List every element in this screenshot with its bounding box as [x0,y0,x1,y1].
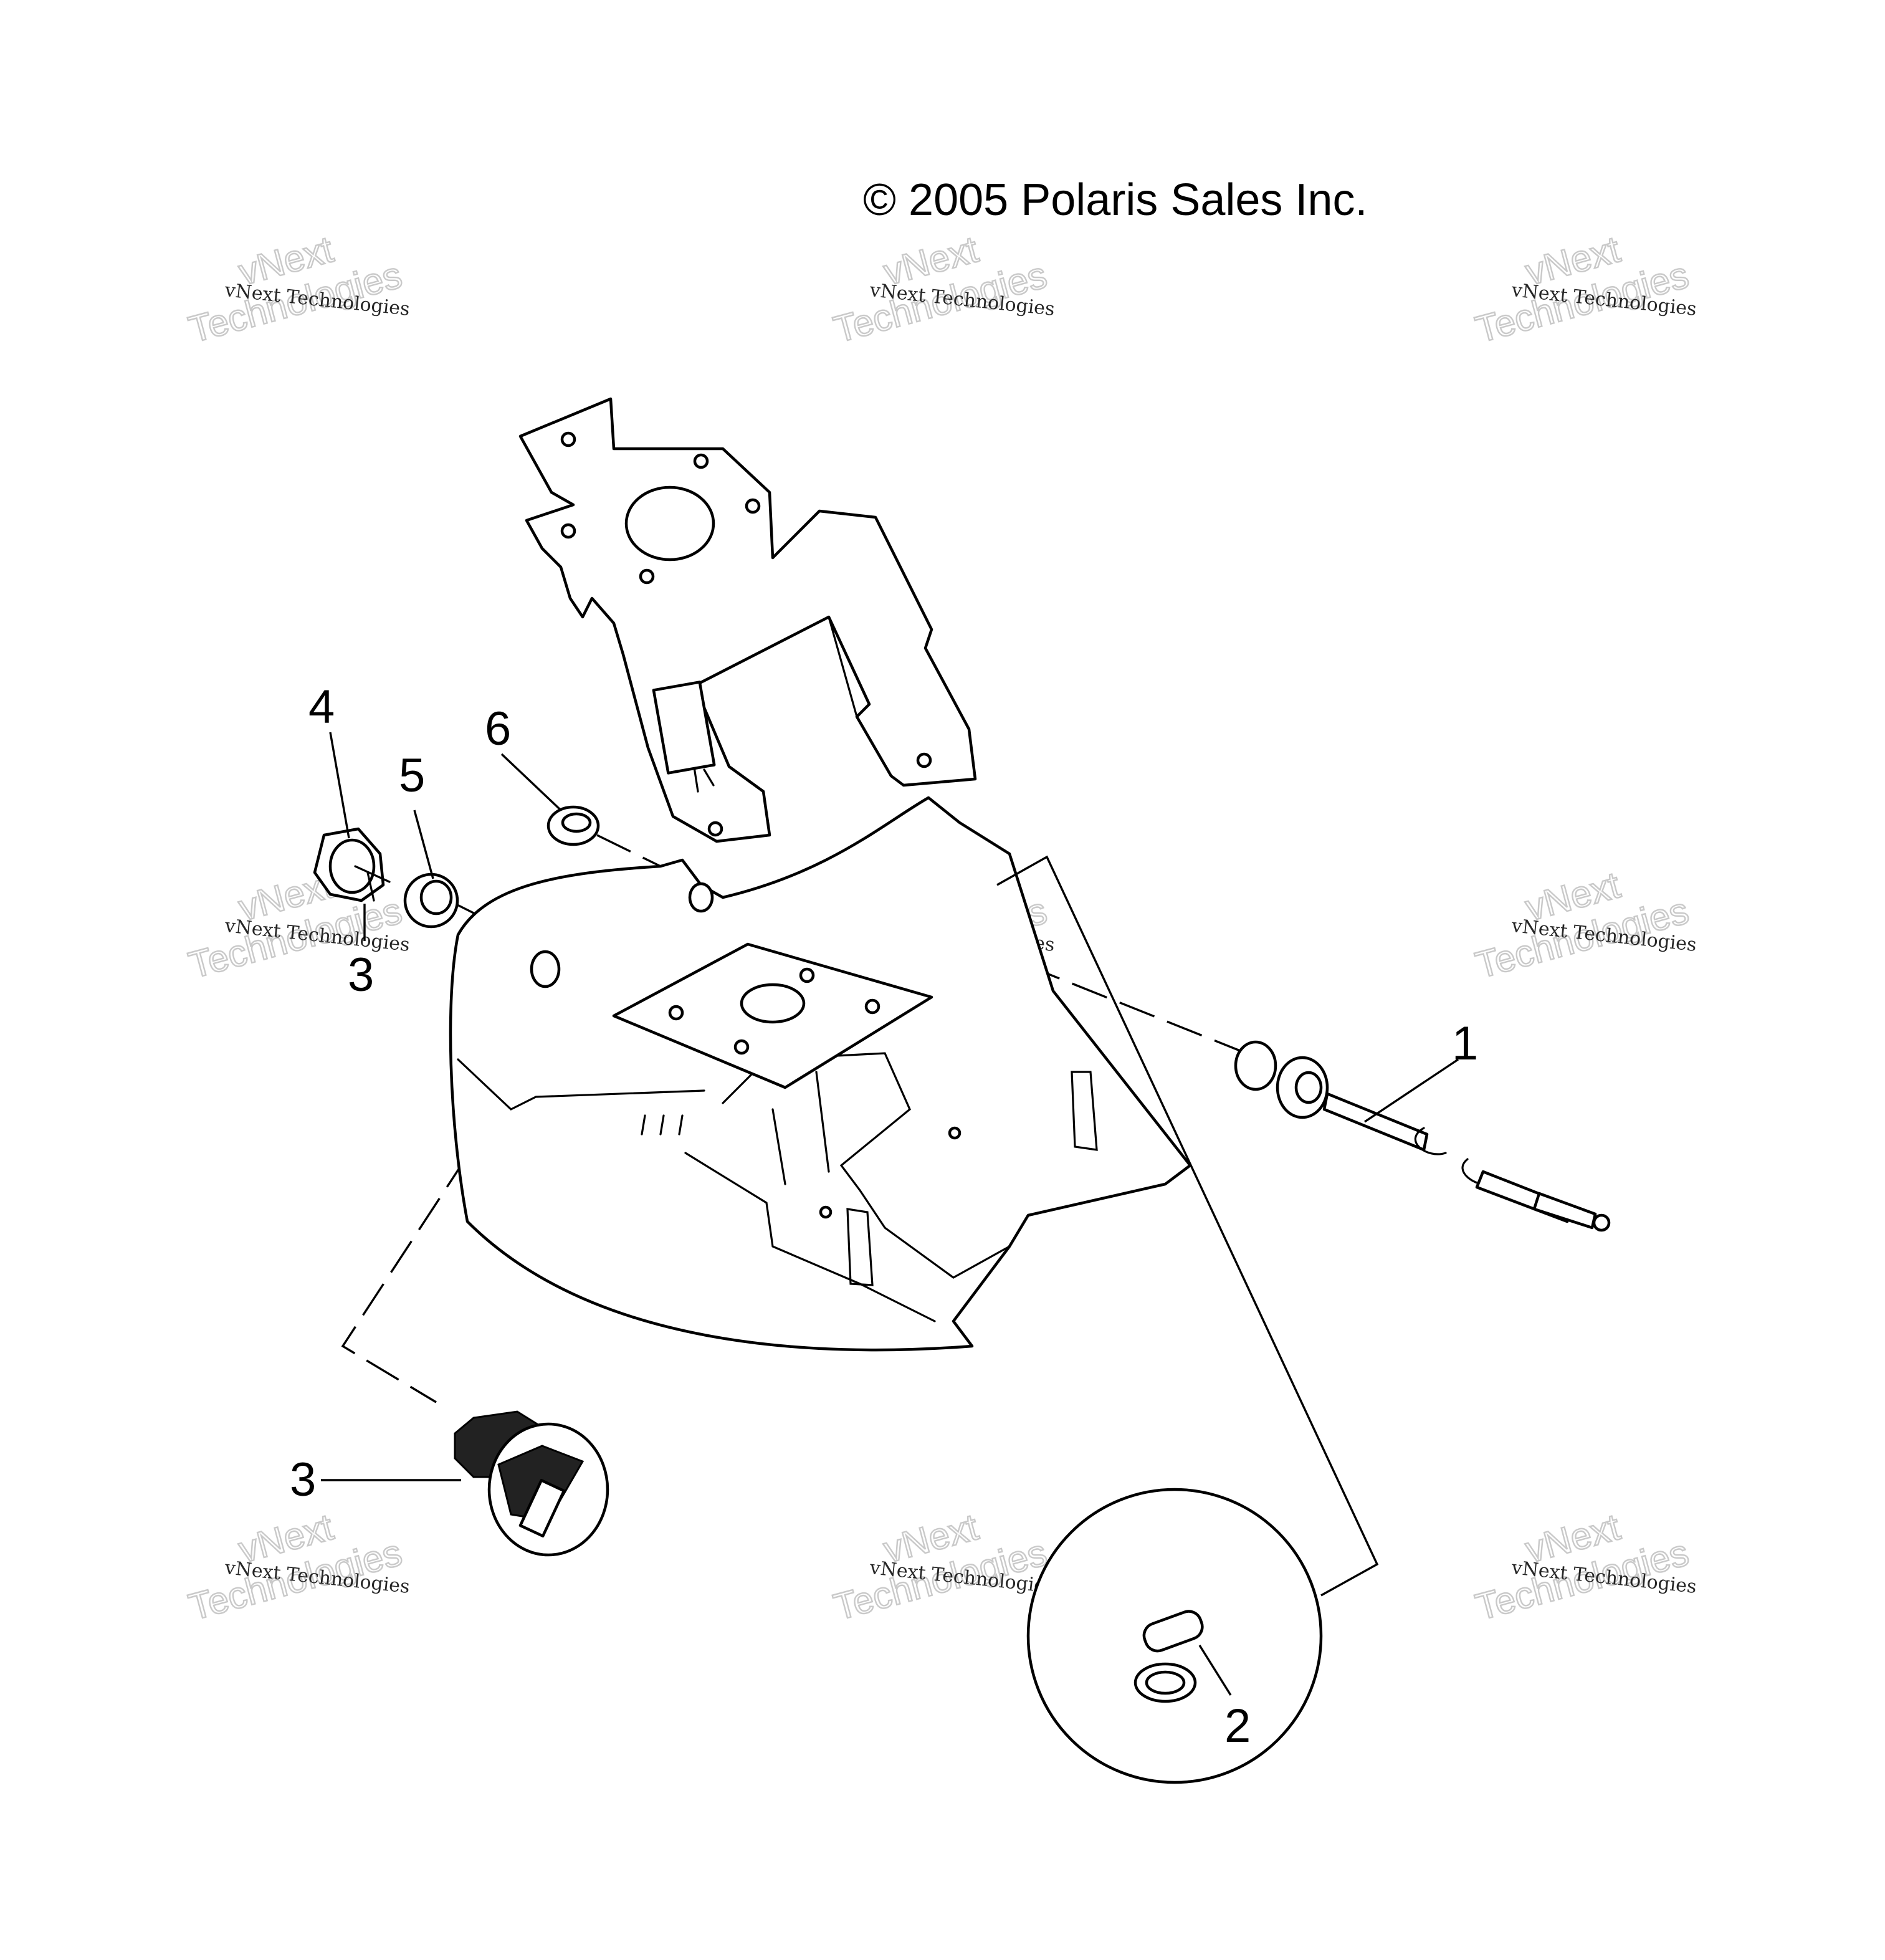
watermark-top-left: vNext Technologies vNext Technologies [184,227,411,351]
part-3-ignition-switch: 3 [290,1410,609,1557]
callout-6: 6 [485,702,511,755]
cable-tip [1532,1192,1597,1230]
leader-line-2 [1198,1645,1232,1696]
cable-sheath [1322,1092,1429,1152]
mounting-plate-hole [740,983,806,1024]
bracket-hole [707,821,723,837]
watermark-top-center: vNext Technologies vNext Technologies [829,227,1056,351]
watermark-bottom-center: vNext Technologies vNext Technologies [829,1505,1056,1629]
plate-hole [733,1039,750,1055]
plate-hole [799,967,815,983]
hood-inner-edge [457,1058,705,1111]
cable-tip-end [1592,1213,1611,1232]
bracket-hole [639,568,655,585]
ring-hole [419,879,453,915]
hood-switch-hole [530,950,561,988]
switch-face [328,838,376,894]
bracket-hole [693,453,709,469]
plate-hole [864,998,880,1015]
hood-post-lines [771,1071,830,1185]
cable-break-left [1414,1127,1447,1155]
callout-4: 4 [308,681,335,734]
leader-line-6 [500,753,562,811]
bracket-hole [560,431,576,447]
bracket-gauge-hole [624,485,715,562]
hood-small-hole [948,1126,962,1140]
bushing-body [1142,1610,1204,1653]
part-1-speedo-cable: 1 [1234,1017,1611,1232]
bracket-outline [518,397,977,843]
switch-key [354,865,391,902]
part-5-ring: 5 [399,749,459,929]
bracket-clip [652,681,716,775]
callout-5: 5 [399,749,425,802]
cable-grommet-hole [1294,1071,1323,1104]
plate-hole [668,1005,684,1021]
cable-nut [1234,1040,1277,1091]
instrument-bracket [518,397,977,843]
hood-hole [688,882,714,913]
dashed-line-part-6 [596,834,661,868]
bracket-hole [560,523,576,539]
callout-3-lower: 3 [290,1453,316,1506]
hood-slot-marks [641,1114,684,1135]
hood-small-hole [819,1205,833,1219]
callout-3-upper: 3 [348,949,374,1002]
bushing-ring-hole [1145,1670,1186,1695]
leader-line-1 [1364,1058,1459,1123]
copyright-text: © 2005 Polaris Sales Inc. [863,175,1367,225]
nut-hole [561,812,592,833]
watermark-mid-right: vNext Technologies vNext Technologies [1471,863,1697,987]
hood-inner-edge [684,1152,936,1322]
bracket-hole [916,752,932,768]
callout-2: 2 [1224,1699,1251,1752]
bracket-wire [703,768,715,786]
bracket-edge-line [828,616,858,718]
hood-outline [449,796,1192,1352]
hood-slot [1071,1071,1098,1151]
ignition-key-slot [518,1479,566,1537]
detail-bracket-line [996,855,1379,1597]
hood-panel [449,796,1192,1352]
hood-slot [846,1208,874,1286]
bracket-hole [745,498,761,514]
leader-line-4 [329,732,350,839]
part-2-detail: 2 [996,855,1379,1784]
watermark-bottom-right: vNext Technologies vNext Technologies [1471,1505,1697,1629]
part-4-switch: 4 3 [308,681,391,1002]
callout-1: 1 [1452,1017,1478,1070]
leader-line-5 [413,810,434,879]
part-6-nut: 6 [485,702,600,846]
watermark-bottom-left: vNext Technologies vNext Technologies [184,1505,411,1629]
watermark-top-right: vNext Technologies vNext Technologies [1471,227,1697,351]
dashed-line-part-3 [341,984,581,1403]
